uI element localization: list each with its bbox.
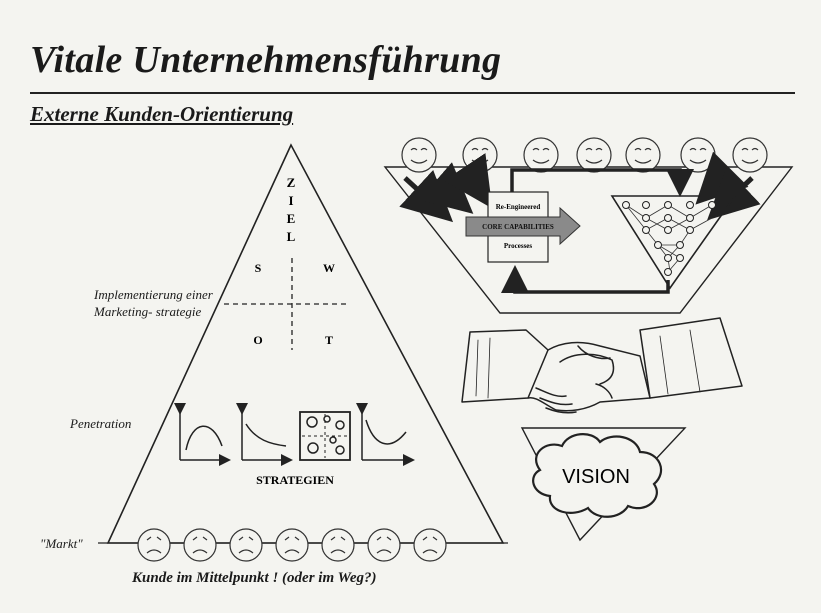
sad-face-icon	[321, 528, 355, 562]
swot-o: O	[253, 333, 262, 347]
goal-letter: L	[287, 229, 296, 244]
swot-w: W	[323, 261, 335, 275]
funnel-outline	[383, 166, 794, 314]
customer-arrows	[399, 151, 761, 223]
label-market: "Markt"	[40, 536, 83, 551]
arrow-icon	[443, 153, 493, 209]
sad-face-icon	[183, 528, 217, 562]
label-penetration: Penetration	[70, 416, 132, 431]
processes-label: Processes	[504, 242, 533, 250]
reengineered-label: Re-Engineered	[496, 203, 541, 211]
mini-chart-valley	[356, 403, 415, 466]
goal-letter: I	[288, 193, 293, 208]
core-capabilities-arrow: CORE CAPABILITIES	[465, 206, 581, 246]
strategies-label: STRATEGIEN	[256, 473, 334, 487]
happy-face-icon	[732, 137, 768, 173]
goal-letter: E	[287, 211, 296, 226]
mini-chart-decline	[236, 403, 293, 466]
handshake-icon	[461, 317, 743, 414]
swot-t: T	[325, 333, 333, 347]
network-triangle	[610, 195, 737, 290]
page-title: Vitale Unternehmensführung	[30, 39, 502, 81]
swot-s: S	[255, 261, 262, 275]
happy-face-icon	[462, 137, 498, 173]
mini-chart-portfolio	[299, 411, 351, 461]
happy-face-icon	[576, 137, 612, 173]
goal-letters: Z I E L	[287, 175, 296, 244]
section-subtitle: Externe Kunden-Orientierung	[30, 102, 294, 126]
arrow-icon	[707, 167, 761, 221]
happy-face-icon	[523, 137, 559, 173]
mini-chart-hump	[174, 403, 231, 466]
bottom-caption: Kunde im Mittelpunkt ! (oder im Weg?)	[132, 570, 377, 586]
label-implementation: Implementierung einer Marketing- strateg…	[94, 287, 213, 319]
market-customers	[137, 528, 447, 562]
sad-face-icon	[367, 528, 401, 562]
arrow-icon	[695, 151, 749, 205]
sad-face-icon	[229, 528, 263, 562]
arrow-icon	[419, 162, 474, 214]
swot-matrix: S W O T	[224, 258, 346, 350]
vision-cloud: VISION	[520, 427, 687, 542]
sad-face-icon	[413, 528, 447, 562]
strategy-charts	[174, 403, 415, 466]
sad-face-icon	[137, 528, 171, 562]
goal-letter: Z	[287, 175, 296, 190]
title-divider	[30, 92, 795, 94]
vision-label: VISION	[562, 466, 630, 488]
happy-face-icon	[680, 137, 716, 173]
process-funnel	[383, 166, 794, 314]
happy-face-icon	[401, 137, 437, 173]
core-capabilities-label: CORE CAPABILITIES	[482, 223, 554, 231]
sad-face-icon	[275, 528, 309, 562]
happy-face-icon	[625, 137, 661, 173]
